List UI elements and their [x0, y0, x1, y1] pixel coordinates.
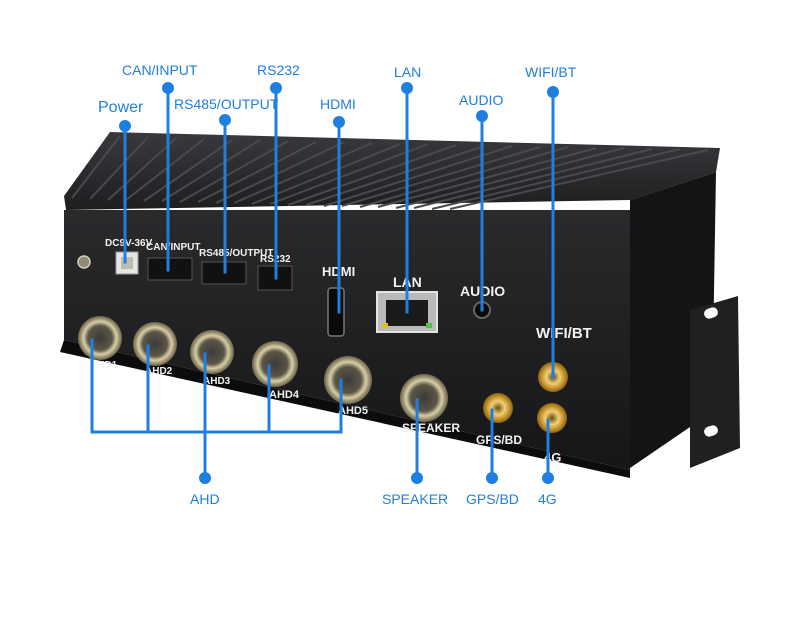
ahd5-connector	[324, 356, 372, 404]
panel-label-power: DC9V-36V	[105, 238, 153, 249]
panel-label-ahd3: AHD3	[203, 376, 231, 387]
gps-bd-antenna	[483, 393, 513, 423]
mounting-bracket	[690, 296, 740, 468]
panel-ports	[77, 251, 568, 433]
panel-label-ahd5: AHD5	[338, 405, 368, 417]
callout-wifi-bt: WIFI/BT	[525, 64, 577, 80]
ahd1-connector	[78, 316, 122, 360]
panel-label-ahd1: AHD1	[90, 360, 118, 371]
callout-rs485-output: RS485/OUTPUT	[174, 96, 279, 112]
ground-screw-icon	[77, 255, 91, 269]
panel-label-ahd2: AHD2	[145, 366, 173, 377]
speaker-connector	[400, 374, 448, 422]
callout-hdmi: HDMI	[320, 96, 356, 112]
lte-4g-antenna	[537, 403, 567, 433]
panel-label-speaker: SPEAKER	[402, 421, 460, 435]
ahd2-connector	[133, 322, 177, 366]
ahd3-connector	[190, 330, 234, 374]
ahd4-connector	[252, 341, 298, 387]
hdmi-port	[327, 287, 345, 337]
callout-rs232: RS232	[257, 62, 300, 78]
panel-label-gps-bd: GPS/BD	[476, 433, 522, 447]
callout-gps-bd: GPS/BD	[466, 491, 519, 507]
callout-ahd: AHD	[190, 491, 220, 507]
callout-dots	[119, 82, 559, 484]
panel-label-rs485-output: RS485/OUTPUT	[199, 248, 273, 259]
heatsink-fins	[71, 135, 709, 210]
panel-label-can-input: CAN/INPUT	[146, 242, 200, 253]
callout-audio: AUDIO	[459, 92, 504, 108]
callout-leaders	[90, 86, 555, 480]
callout-4g: 4G	[538, 491, 557, 507]
callout-lan: LAN	[394, 64, 422, 80]
callout-power: Power	[98, 99, 144, 116]
panel-label-ahd4: AHD4	[269, 389, 300, 401]
can-input-port	[147, 257, 193, 281]
callout-can-input: CAN/INPUT	[122, 62, 198, 78]
panel-label-wifi-bt: WIFI/BT	[536, 325, 592, 342]
callout-speaker: SPEAKER	[382, 491, 449, 507]
